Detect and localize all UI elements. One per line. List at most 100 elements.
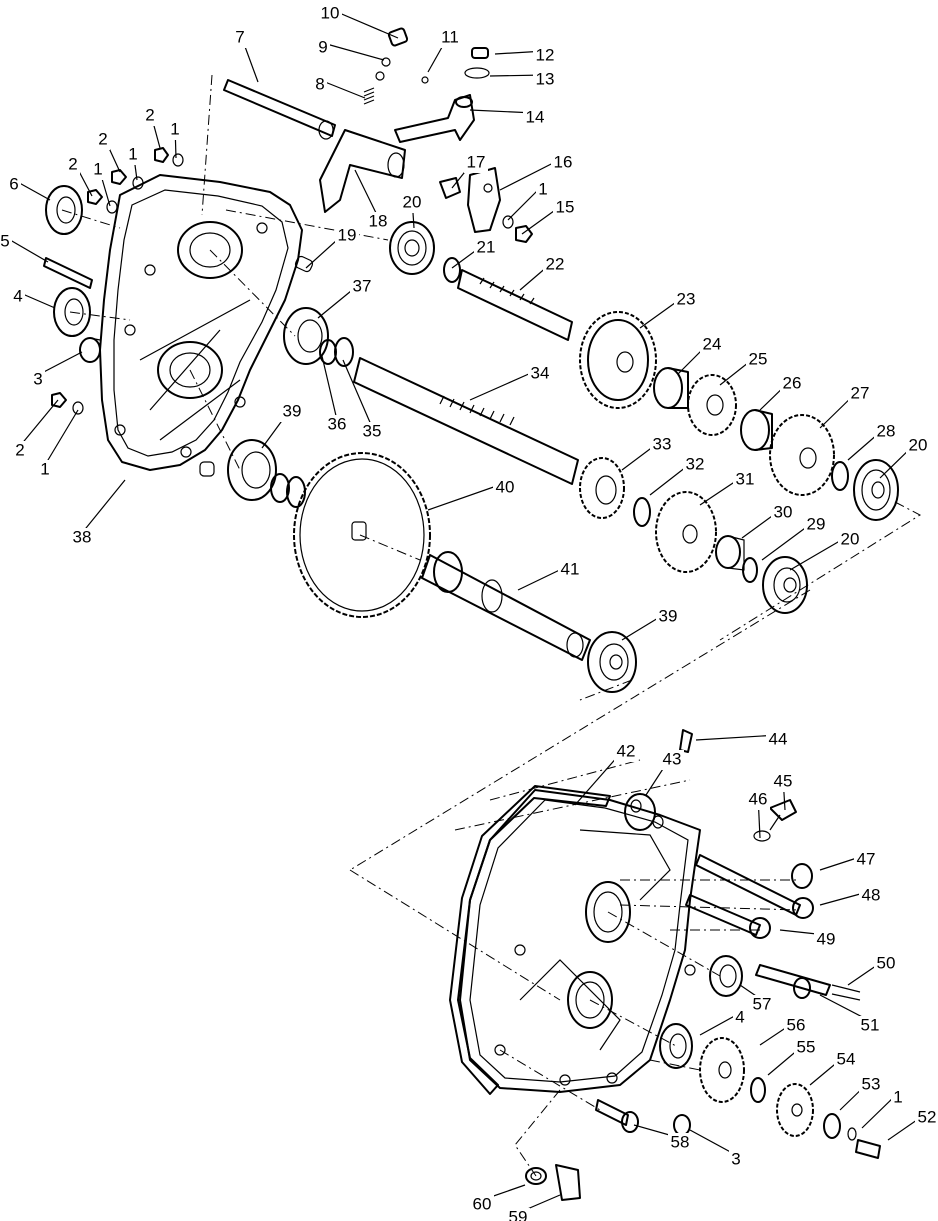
callout-background [313,75,327,95]
callout-background [536,180,550,200]
callout-background [551,153,575,173]
callout-background [784,1016,808,1036]
leader-line [81,479,126,534]
bearing-20-right [853,459,899,521]
callout-background [91,160,105,180]
callout-number: 32 [686,454,705,473]
callout-number: 41 [561,559,580,578]
leader-line [37,351,83,376]
callout-number: 2 [98,129,107,148]
callout-number: 42 [617,741,636,760]
callout-number: 43 [663,749,682,768]
callout-background [543,255,567,275]
callout-background [771,503,795,523]
callout-background [464,153,488,173]
callout-background [838,530,862,550]
callout-background [438,28,462,48]
callout-number: 1 [170,119,179,138]
callout-number: 20 [403,192,422,211]
gasket [449,785,611,1095]
callout-background [650,435,674,455]
callout-number: 57 [753,994,772,1013]
needle-bearing-30 [715,535,745,571]
callout-number: 38 [73,527,92,546]
callout-number: 34 [531,363,550,382]
seal-4 [53,287,91,337]
callout-background [506,1208,530,1221]
callout-number: 30 [774,502,793,521]
leader-line [19,399,59,447]
detent-parts [363,27,409,105]
callout-number: 6 [9,174,18,193]
callout-background [614,742,638,762]
ring-35b [286,476,306,508]
callout-number: 15 [556,197,575,216]
bushing-24 [653,367,689,409]
callout-number: 39 [659,606,678,625]
leader-line [322,42,385,61]
callout-background [523,108,547,128]
callout-number: 46 [749,789,768,808]
callout-background [233,28,247,48]
callout-background [168,120,182,140]
callout-number: 44 [769,729,788,748]
leader-line [4,236,49,263]
callout-number: 29 [807,514,826,533]
callout-number: 5 [0,231,9,250]
callout-number: 4 [13,286,22,305]
callout-background [533,70,557,90]
bushing-26 [740,409,773,451]
callout-background [683,455,707,475]
callout-number: 59 [509,1207,528,1221]
callout-background [316,38,330,58]
callout-number: 55 [797,1037,816,1056]
callout-number: 12 [536,45,555,64]
callout-number: 60 [473,1194,492,1213]
callout-background [874,954,898,974]
gear-23 [579,311,657,409]
leader-line [342,359,373,428]
callout-background [674,290,698,310]
callout-number: 16 [554,152,573,171]
callout-background [66,155,80,175]
callout-background [859,886,883,906]
seal-6 [45,185,83,235]
callout-background [528,364,552,384]
callout-background [366,212,390,232]
callout-background [553,198,577,218]
callout-number: 20 [841,529,860,548]
callout-background [858,1016,882,1036]
ring-29 [742,557,758,583]
callout-number: 2 [145,105,154,124]
callout-background [874,422,898,442]
leader-line [695,734,779,741]
callout-background [780,374,804,394]
callout-number: 35 [363,421,382,440]
callout-number: 54 [837,1049,856,1068]
callout-number: 56 [787,1015,806,1034]
callout-number: 11 [441,27,459,46]
callout-number: 45 [774,771,793,790]
stud-5 [43,257,93,289]
callout-number: 22 [546,254,565,273]
left-housing [99,174,314,477]
callout-number: 1 [93,159,102,178]
ring-36b [270,473,290,503]
callout-number: 24 [703,334,722,353]
callout-number: 37 [353,276,372,295]
callout-background [771,772,795,792]
shift-arm-14 [394,47,490,143]
callout-background [814,930,838,950]
callout-number: 1 [538,179,547,198]
callout-number: 13 [536,69,555,88]
assembly-lines-top [61,74,922,871]
callout-number: 17 [467,152,486,171]
callout-number: 9 [318,37,327,56]
callout-background [325,415,349,435]
washer-28 [831,461,849,491]
callout-number: 10 [321,3,340,22]
leader-line [689,1129,737,1156]
callout-number: 21 [477,237,496,256]
callout-background [766,730,790,750]
